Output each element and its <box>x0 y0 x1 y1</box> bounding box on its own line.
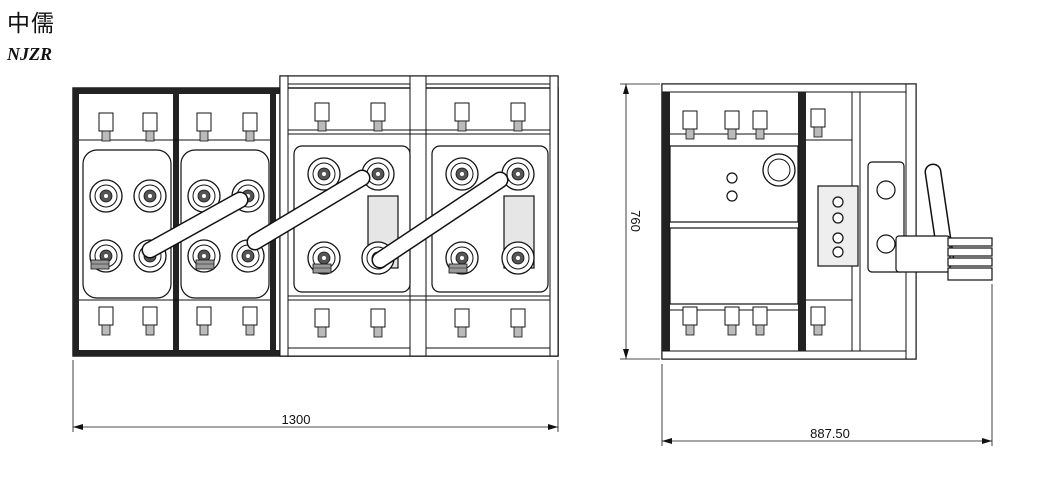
side-servo-block <box>817 161 905 273</box>
motors-top-row <box>98 102 526 142</box>
front-width-label: 1300 <box>282 412 311 427</box>
side-arm-extension <box>895 163 993 281</box>
side-height-dimension <box>620 83 660 360</box>
side-height-label: 760 <box>628 210 643 232</box>
side-width-label: 887.50 <box>810 426 850 441</box>
company-logo-chinese: 中儒 <box>7 11 55 37</box>
robot-arm-links <box>141 169 509 269</box>
company-logo-english: NJZR <box>7 44 52 64</box>
front-width-dimension <box>72 360 559 432</box>
side-width-dimension <box>661 284 993 446</box>
front-view <box>72 75 559 432</box>
side-view <box>620 83 993 446</box>
motors-bottom-row <box>98 306 526 338</box>
